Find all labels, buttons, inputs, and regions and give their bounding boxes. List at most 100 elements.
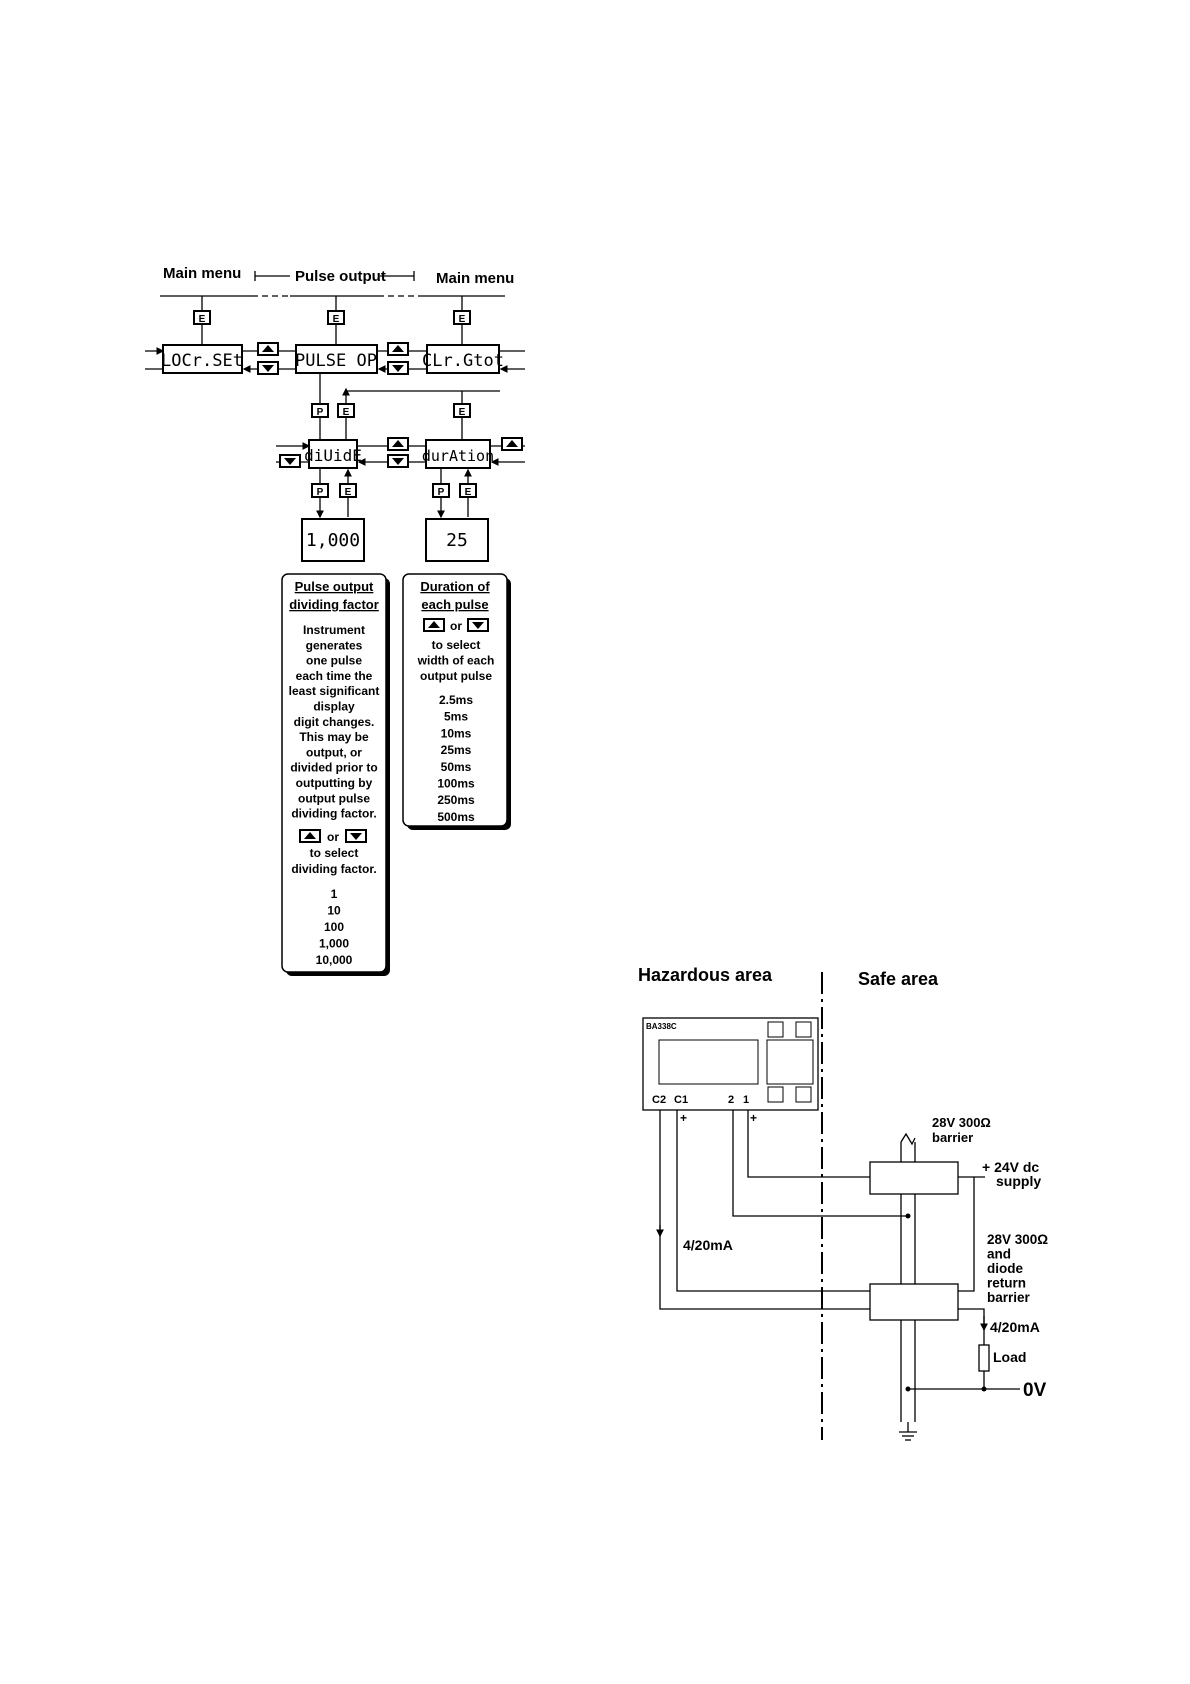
device-model-label: BA338C	[646, 1022, 677, 1031]
svg-text:or: or	[450, 619, 462, 633]
duration-select-line: output pulse	[420, 669, 492, 683]
divide-desc-line: output pulse	[298, 791, 370, 805]
wire-load	[958, 1308, 985, 1345]
barrier-1-rating: 28V 300Ω	[932, 1115, 991, 1130]
barrier-2-label-line: barrier	[987, 1290, 1031, 1305]
divide-desc-line: digit changes.	[294, 715, 375, 729]
earth-ground-icon	[899, 1431, 917, 1441]
divide-option: 10,000	[316, 953, 353, 967]
svg-text:E: E	[459, 407, 466, 418]
barrier-1	[869, 1161, 959, 1195]
divide-desc-line: least significant	[289, 684, 380, 698]
duration-option: 250ms	[437, 793, 475, 807]
divide-desc-line: divided prior to	[290, 761, 377, 775]
svg-text:diUidE: diUidE	[304, 446, 362, 465]
divide-panel-options: 1 10 100 1,000 10,000	[316, 887, 353, 967]
down-key-3	[387, 454, 409, 468]
divide-desc-line: generates	[306, 638, 363, 652]
device-button-2	[795, 1021, 812, 1038]
down-key-left	[279, 454, 301, 468]
down-key-2	[387, 361, 409, 375]
divide-option: 1,000	[319, 937, 349, 951]
device-button-4	[795, 1086, 812, 1103]
e-key-duration: E	[459, 483, 477, 498]
e-key-divide-up: E	[337, 403, 355, 418]
wiring-diagram: Hazardous area Safe area BA338C C2 C1 2 …	[638, 965, 1048, 1441]
hazardous-area-label: Hazardous area	[638, 965, 773, 985]
e-key-locr: E	[193, 310, 211, 325]
divide-desc-line: Instrument	[303, 623, 365, 637]
duration-select-line: to select	[432, 638, 481, 652]
divide-desc-line: dividing factor.	[291, 807, 376, 821]
device-ba338c: BA338C C2 C1 2 1	[642, 1017, 819, 1111]
barrier-1-name: barrier	[932, 1130, 973, 1145]
pulse-output-label: Pulse output	[295, 268, 386, 285]
down-key-1	[257, 361, 279, 375]
main-menu-right-label: Main menu	[436, 270, 514, 287]
current-label-left: 4/20mA	[683, 1237, 733, 1253]
device-keypad-frame	[766, 1039, 814, 1085]
svg-text:E: E	[459, 314, 466, 325]
duration-select-line: width of each	[417, 654, 495, 668]
current-label-right: 4/20mA	[990, 1319, 1040, 1335]
wire-terminal-c1	[676, 1110, 870, 1292]
supply-label-1: + 24V dc	[982, 1159, 1039, 1175]
divide-option: 100	[324, 920, 344, 934]
up-key-1	[257, 342, 279, 356]
e-key-duration-up: E	[453, 403, 471, 418]
terminal-c2: C2	[652, 1094, 666, 1106]
divide-desc-line: This may be	[299, 730, 369, 744]
svg-text:P: P	[317, 407, 324, 418]
svg-text:CLr.Gtot: CLr.Gtot	[422, 351, 504, 371]
barrier-2-label-line: 28V 300Ω	[987, 1232, 1048, 1247]
main-menu-left-label: Main menu	[163, 265, 241, 282]
svg-text:E: E	[465, 487, 472, 498]
display-divide-value: 1,000	[301, 518, 365, 562]
divide-option: 10	[327, 904, 341, 918]
terminal-1-plus: +	[750, 1111, 757, 1125]
divide-select-line: to select	[310, 846, 359, 860]
terminal-c1: C1	[674, 1094, 688, 1106]
zero-volt-label: 0V	[1023, 1380, 1047, 1401]
svg-text:E: E	[333, 314, 340, 325]
svg-text:E: E	[345, 487, 352, 498]
wire-supply-return	[958, 1177, 975, 1292]
divide-desc-line: outputting by	[296, 776, 373, 790]
p-key-pulse-op: P	[311, 403, 329, 418]
svg-text:E: E	[199, 314, 206, 325]
duration-option: 100ms	[437, 777, 475, 791]
device-display-window	[658, 1039, 759, 1085]
svg-text:P: P	[438, 487, 445, 498]
duration-option: 500ms	[437, 810, 475, 824]
svg-text:durAtion: durAtion	[422, 447, 494, 465]
svg-text:1,000: 1,000	[306, 530, 360, 551]
menu-flow-diagram: Main menu Pulse output Main menu E E E	[145, 265, 525, 562]
supply-label-2: supply	[996, 1173, 1041, 1189]
duration-panel-key-hint: or	[423, 618, 489, 633]
barrier-2-label-line: return	[987, 1276, 1026, 1291]
e-key-clr-gtot: E	[453, 310, 471, 325]
load-resistor	[978, 1344, 990, 1372]
e-key-divide: E	[339, 483, 357, 498]
divide-panel-title-2: dividing factor	[289, 597, 379, 612]
barrier-2-label-line: and	[987, 1247, 1011, 1262]
barrier-2-label-line: diode	[987, 1261, 1023, 1276]
duration-option: 2.5ms	[439, 693, 473, 707]
barrier-2	[869, 1283, 959, 1321]
device-button-3	[767, 1086, 784, 1103]
wire-terminal-1	[747, 1110, 870, 1178]
svg-text:PULSE OP: PULSE OP	[295, 351, 377, 371]
up-key-2	[387, 342, 409, 356]
display-pulse-op: PULSE OP	[295, 344, 378, 374]
up-key-right	[501, 437, 523, 451]
duration-option: 10ms	[441, 726, 472, 740]
up-key-3	[387, 437, 409, 451]
duration-option: 50ms	[441, 760, 472, 774]
divide-option: 1	[331, 887, 338, 901]
svg-text:25: 25	[446, 530, 468, 551]
